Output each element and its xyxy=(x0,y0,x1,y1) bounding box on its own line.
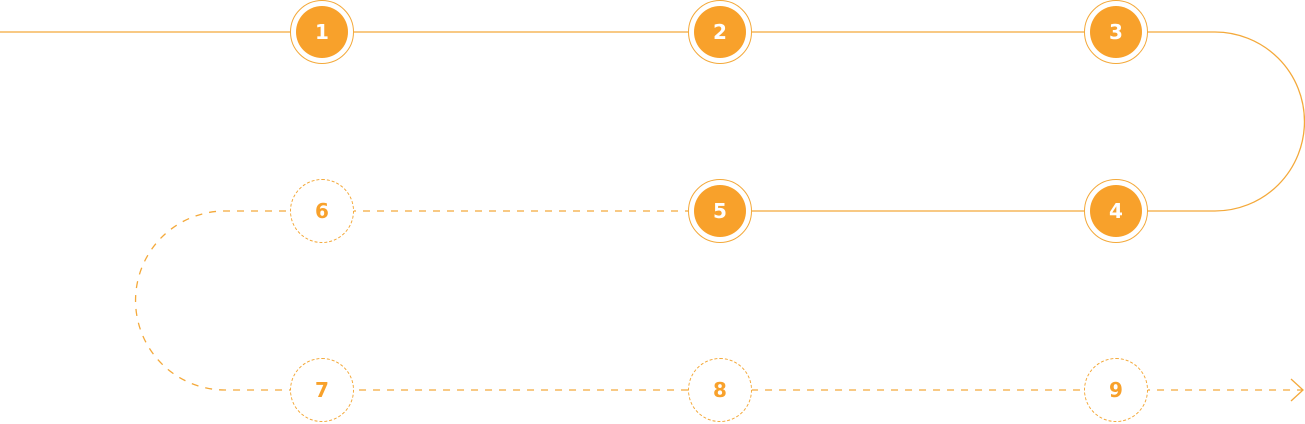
step-3-label: 3 xyxy=(1109,20,1123,44)
step-1-label: 1 xyxy=(315,20,329,44)
step-7-label: 7 xyxy=(315,378,329,402)
step-3-node: 3 xyxy=(1084,0,1148,64)
step-5-label: 5 xyxy=(713,199,727,223)
step-2-label: 2 xyxy=(713,20,727,44)
step-9-node: 9 xyxy=(1084,358,1148,422)
step-5-node: 5 xyxy=(688,179,752,243)
step-6-node: 6 xyxy=(290,179,354,243)
step-4-label: 4 xyxy=(1109,199,1123,223)
step-8-label: 8 xyxy=(713,378,727,402)
step-1-node: 1 xyxy=(290,0,354,64)
step-2-node: 2 xyxy=(688,0,752,64)
step-8-node: 8 xyxy=(688,358,752,422)
step-9-label: 9 xyxy=(1109,378,1123,402)
arrow-right-icon xyxy=(1290,378,1304,402)
upcoming-path-line xyxy=(134,210,1302,391)
step-6-label: 6 xyxy=(315,199,329,223)
step-4-node: 4 xyxy=(1084,179,1148,243)
step-7-node: 7 xyxy=(290,358,354,422)
